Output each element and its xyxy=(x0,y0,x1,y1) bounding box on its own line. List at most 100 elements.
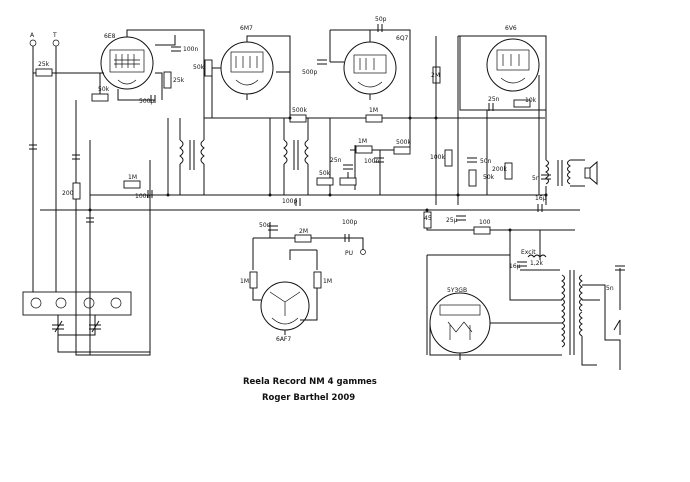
resistor-1M-b xyxy=(355,145,373,154)
speaker-icon xyxy=(584,160,598,186)
detector-wiring xyxy=(329,29,411,118)
capacitor-100n-a xyxy=(171,46,181,52)
resistor-500k-b-label: 500k xyxy=(396,139,411,146)
resistor-2M-b xyxy=(294,234,312,243)
resistor-10k xyxy=(513,99,531,108)
resistor-1M-e-label: 1M xyxy=(323,278,332,285)
capacitor-16u-a-label: 16μ xyxy=(535,195,547,202)
tube-5Y3GB-label: 5Y3GB xyxy=(447,287,467,294)
potentiometer-tone xyxy=(468,169,477,187)
resistor-50k-b-label: 50k xyxy=(193,64,205,71)
capacitor-50n-eye-label: 50n xyxy=(259,222,271,229)
capacitor-500p-osc xyxy=(150,95,156,103)
field-coil-label: Excit xyxy=(521,249,536,256)
output-transformer-wiring xyxy=(545,110,585,205)
capacitor-100p-b xyxy=(344,234,350,242)
resistor-200k xyxy=(504,162,513,180)
resistor-1M-a-label: 1M xyxy=(369,107,378,114)
resistor-1M-b-label: 1M xyxy=(358,138,367,145)
tube-6M7-label: 6M7 xyxy=(240,25,253,32)
power-transformer xyxy=(561,270,583,355)
resistor-100 xyxy=(473,226,491,235)
mid-network-wiring xyxy=(290,117,545,195)
resistor-1M-c xyxy=(123,180,141,189)
junction-dots xyxy=(88,116,548,232)
diagram-author: Roger Barthel 2009 xyxy=(262,393,355,403)
resistor-1M-c-label: 1M xyxy=(128,174,137,181)
tube-6V6-label: 6V6 xyxy=(505,25,517,32)
resistor-200-label: 200 xyxy=(62,190,74,197)
capacitor-50n xyxy=(467,157,477,163)
capacitor-500p-osc-label: 500p xyxy=(139,98,154,105)
ground-terminal: T xyxy=(52,32,60,47)
capacitor-500p-b xyxy=(317,59,327,65)
diagram-title: Reela Record NM 4 gammes xyxy=(243,377,377,387)
capacitor-50n-label: 50n xyxy=(480,158,492,165)
mains-wiring xyxy=(581,268,621,370)
if-transformer-1 xyxy=(179,139,205,170)
resistor-100-label: 100 xyxy=(479,219,491,226)
tube-6AF7: 6AF7 xyxy=(260,281,310,343)
resistor-200k-label: 200k xyxy=(492,166,507,173)
capacitor-100p-a xyxy=(295,198,301,206)
antenna-label: A xyxy=(30,32,35,39)
antenna-terminal: A xyxy=(29,32,37,47)
tube-6Q7: 6Q7 xyxy=(343,35,409,95)
capacitor-16u-b-label: 16μ xyxy=(509,263,521,270)
capacitor-5n-a-label: 5n xyxy=(532,175,540,182)
capacitor-50p xyxy=(377,24,383,32)
tuning-capacitor-2 xyxy=(89,320,101,333)
if-bus-wiring xyxy=(167,118,309,195)
capacitor-coupling-left xyxy=(72,154,80,160)
capacitor-50p-label: 50p xyxy=(375,16,387,23)
capacitor-5n-b-label: 5n xyxy=(606,285,614,292)
tuning-cap-wiring xyxy=(57,315,150,353)
if-transformer-2 xyxy=(283,139,309,170)
resistor-500k-a-label: 500k xyxy=(292,107,307,114)
resistor-1M-e xyxy=(313,271,322,289)
pickup-label: PU xyxy=(345,250,353,257)
resistor-1-2k-label: 1,2k xyxy=(530,260,544,267)
resistor-2M-b-label: 2M xyxy=(299,228,308,235)
resistor-25k-antenna-label: 25k xyxy=(38,61,50,68)
capacitor-100n-c xyxy=(147,190,153,198)
resistor-50k-d-label: 50k xyxy=(483,174,495,181)
resistor-1M-d xyxy=(249,271,258,289)
resistor-500k-b xyxy=(393,146,411,155)
resistor-45-label: 45 xyxy=(424,215,432,222)
capacitor-500p-b-label: 500p xyxy=(302,69,317,76)
capacitor-25u xyxy=(456,215,466,221)
resistor-45 xyxy=(423,211,432,229)
resistor-1M-a xyxy=(365,114,383,123)
capacitor-25u-label: 25μ xyxy=(446,217,458,224)
resistor-25k-b xyxy=(163,71,172,89)
potentiometer-volume xyxy=(339,177,357,186)
capacitor-25n-b-label: 25n xyxy=(488,96,500,103)
eye-tube-wiring xyxy=(252,288,318,335)
resistor-100k-label: 100k xyxy=(430,154,445,161)
resistor-50k-osc xyxy=(91,93,109,102)
capacitor-25n-b xyxy=(488,103,494,111)
capacitor-100p-a-label: 100p xyxy=(282,198,297,205)
capacitor-100n-a-label: 100n xyxy=(183,46,198,53)
capacitor-100n-b xyxy=(374,157,384,163)
band-switch-contact-3 xyxy=(83,297,95,309)
band-switch-contact-2 xyxy=(55,297,67,309)
antenna-capacitor xyxy=(29,144,37,150)
band-switch-contact-4 xyxy=(110,297,122,309)
capacitor-16u-b xyxy=(517,261,527,267)
tube-6E8: 6E8 xyxy=(100,33,154,90)
capacitor-100n-b-label: 100n xyxy=(364,158,379,165)
tuning-capacitor-1 xyxy=(52,320,64,333)
coupling-wiring-left xyxy=(75,100,151,356)
resistor-10k-label: 10k xyxy=(525,97,537,104)
rectifier-heater-wiring xyxy=(429,322,562,360)
tube-6AF7-label: 6AF7 xyxy=(276,336,291,343)
resistor-25k-antenna xyxy=(35,68,53,77)
resistor-50k-b xyxy=(204,59,213,77)
power-supply-wiring xyxy=(426,210,575,355)
capacitor-25n-a xyxy=(343,164,353,170)
tube-6Q7-label: 6Q7 xyxy=(396,35,409,42)
capacitor-100n-c-label: 100n xyxy=(135,193,150,200)
tube-5Y3GB: 5Y3GB xyxy=(429,287,491,354)
